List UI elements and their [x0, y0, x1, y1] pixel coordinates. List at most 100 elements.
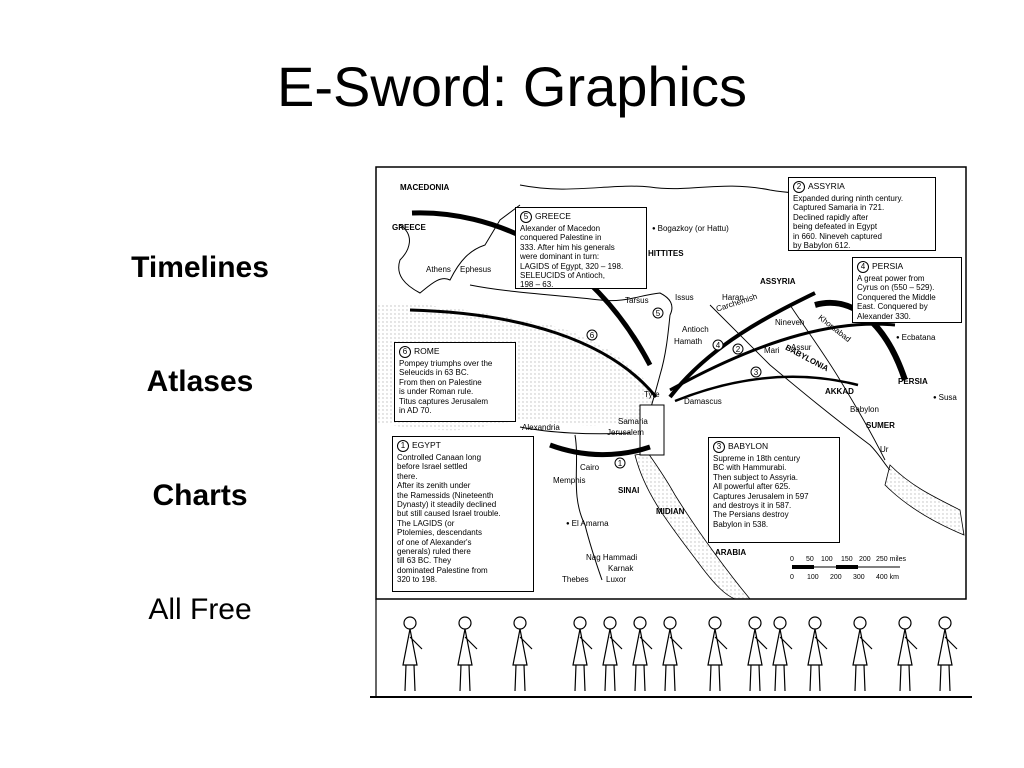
city-assur: Assur: [791, 343, 812, 352]
city-cairo: Cairo: [580, 463, 600, 472]
frieze-figure: [512, 616, 533, 692]
scale-km-200: 200: [830, 574, 842, 581]
frieze-figure: [897, 616, 918, 692]
city-nag-hammadi: Nag Hammadi: [586, 553, 638, 562]
box-number-egypt: 1: [397, 440, 409, 452]
frieze-figure: [852, 616, 873, 692]
greece-coastline: [398, 204, 521, 294]
route-babylon-3: [674, 375, 859, 403]
box-number-assyria: 2: [793, 181, 805, 193]
box-text-assyria: Expanded during ninth century. Captured …: [793, 194, 904, 251]
city-bogazkoy: Bogazkoy (or Hattu): [652, 224, 729, 235]
region-midian: MIDIAN: [656, 507, 685, 516]
anatolia-coastline: [469, 284, 673, 316]
bible-lands-map-figure: 1 2 3 4 5 6 0 50 100 150 200 250 miles 0…: [370, 165, 972, 700]
region-assyria: ASSYRIA: [760, 277, 796, 286]
city-babylon: Babylon: [850, 405, 879, 414]
frieze-figure: [662, 616, 683, 692]
region-sinai: SINAI: [618, 486, 640, 495]
frieze-figure: [602, 616, 623, 692]
box-text-persia: A great power from Cyrus on (550 – 529).…: [857, 274, 936, 321]
scale-mile-0: 0: [790, 556, 794, 563]
city-mari: Mari: [764, 346, 780, 355]
city-antioch: Antioch: [682, 325, 709, 334]
route-number-3: 3: [754, 368, 759, 377]
frieze-figure: [772, 616, 793, 692]
region-greece: GREECE: [392, 223, 426, 232]
city-jerusalem: Jerusalem: [607, 428, 644, 437]
city-el-amarna: El Amarna: [566, 519, 609, 530]
scale-mile-250: 250 miles: [876, 556, 906, 563]
city-hamath: Hamath: [674, 337, 703, 346]
frieze-figure: [707, 616, 728, 692]
city-samaria: Samaria: [618, 417, 648, 426]
scale-km-300: 300: [853, 574, 865, 581]
city-ur: Ur: [880, 445, 889, 454]
scale-km-100: 100: [807, 574, 819, 581]
bullet-atlases: Atlases: [146, 365, 254, 398]
bullet-all-free: All Free: [148, 593, 252, 626]
box-text-rome: Pompey triumphs over the Seleucids in 63…: [399, 359, 493, 416]
frieze-figure: [402, 616, 423, 692]
box-text-babylon: Supreme in 18th century BC with Hammurab…: [713, 454, 809, 529]
route-number-5: 5: [656, 309, 661, 318]
city-ephesus: Ephesus: [460, 265, 492, 274]
box-title-assyria: ASSYRIA: [808, 181, 845, 191]
box-title-greece: GREECE: [535, 211, 571, 221]
route-number-1: 1: [618, 459, 623, 468]
frieze-figure: [572, 616, 593, 692]
map-scale-bar: 0 50 100 150 200 250 miles 0 100 200 300…: [790, 556, 906, 581]
city-karnak: Karnak: [608, 564, 634, 573]
city-alexandria: Alexandria: [522, 423, 560, 432]
box-title-persia: PERSIA: [872, 261, 904, 271]
route-arrows: [409, 210, 908, 458]
region-macedonia: MACEDONIA: [400, 183, 450, 192]
city-tarsus: Tarsus: [625, 296, 649, 305]
city-luxor: Luxor: [606, 575, 627, 584]
route-number-markers: 1 2 3 4 5 6: [586, 307, 762, 469]
box-number-persia: 4: [857, 261, 869, 273]
city-damascus: Damascus: [684, 397, 722, 406]
region-akkad: AKKAD: [825, 387, 854, 396]
box-number-rome: 6: [399, 346, 411, 358]
persian-gulf: [884, 464, 965, 536]
route-number-4: 4: [716, 341, 721, 350]
city-tyre: Tyre: [644, 390, 660, 399]
scale-mile-150: 150: [841, 556, 853, 563]
route-number-6: 6: [590, 331, 595, 340]
route-egypt: [549, 442, 651, 458]
city-issus: Issus: [675, 293, 694, 302]
box-title-rome: ROME: [414, 346, 440, 356]
city-ecbatana: Ecbatana: [896, 333, 936, 344]
scale-km-400: 400 km: [876, 574, 899, 581]
region-hittites: HITTITES: [648, 249, 684, 258]
box-text-egypt: Controlled Canaan long before Israel set…: [397, 453, 501, 585]
scale-km-0: 0: [790, 574, 794, 581]
scale-mile-200: 200: [859, 556, 871, 563]
city-susa: Susa: [933, 393, 957, 404]
red-sea: [634, 452, 751, 600]
region-sumer: SUMER: [866, 421, 895, 430]
scale-mile-100: 100: [821, 556, 833, 563]
frieze-figure: [632, 616, 653, 692]
bullet-timelines: Timelines: [131, 251, 269, 284]
route-assyria-2: [668, 291, 816, 399]
city-haran: Haran: [722, 293, 744, 302]
bullet-charts: Charts: [152, 479, 248, 512]
egypt-coastline: [519, 426, 631, 435]
city-thebes: Thebes: [562, 575, 589, 584]
region-arabia: ARABIA: [715, 548, 747, 557]
frieze-figure: [457, 616, 478, 692]
route-number-2: 2: [736, 345, 741, 354]
box-title-egypt: EGYPT: [412, 440, 441, 450]
city-nineveh: Nineveh: [775, 318, 805, 327]
frieze-figure: [747, 616, 768, 692]
box-text-greece: Alexander of Macedon conquered Palestine…: [520, 224, 624, 290]
slide-title: E-Sword: Graphics: [277, 55, 747, 118]
city-athens: Athens: [426, 265, 451, 274]
route-rome: [409, 308, 658, 398]
